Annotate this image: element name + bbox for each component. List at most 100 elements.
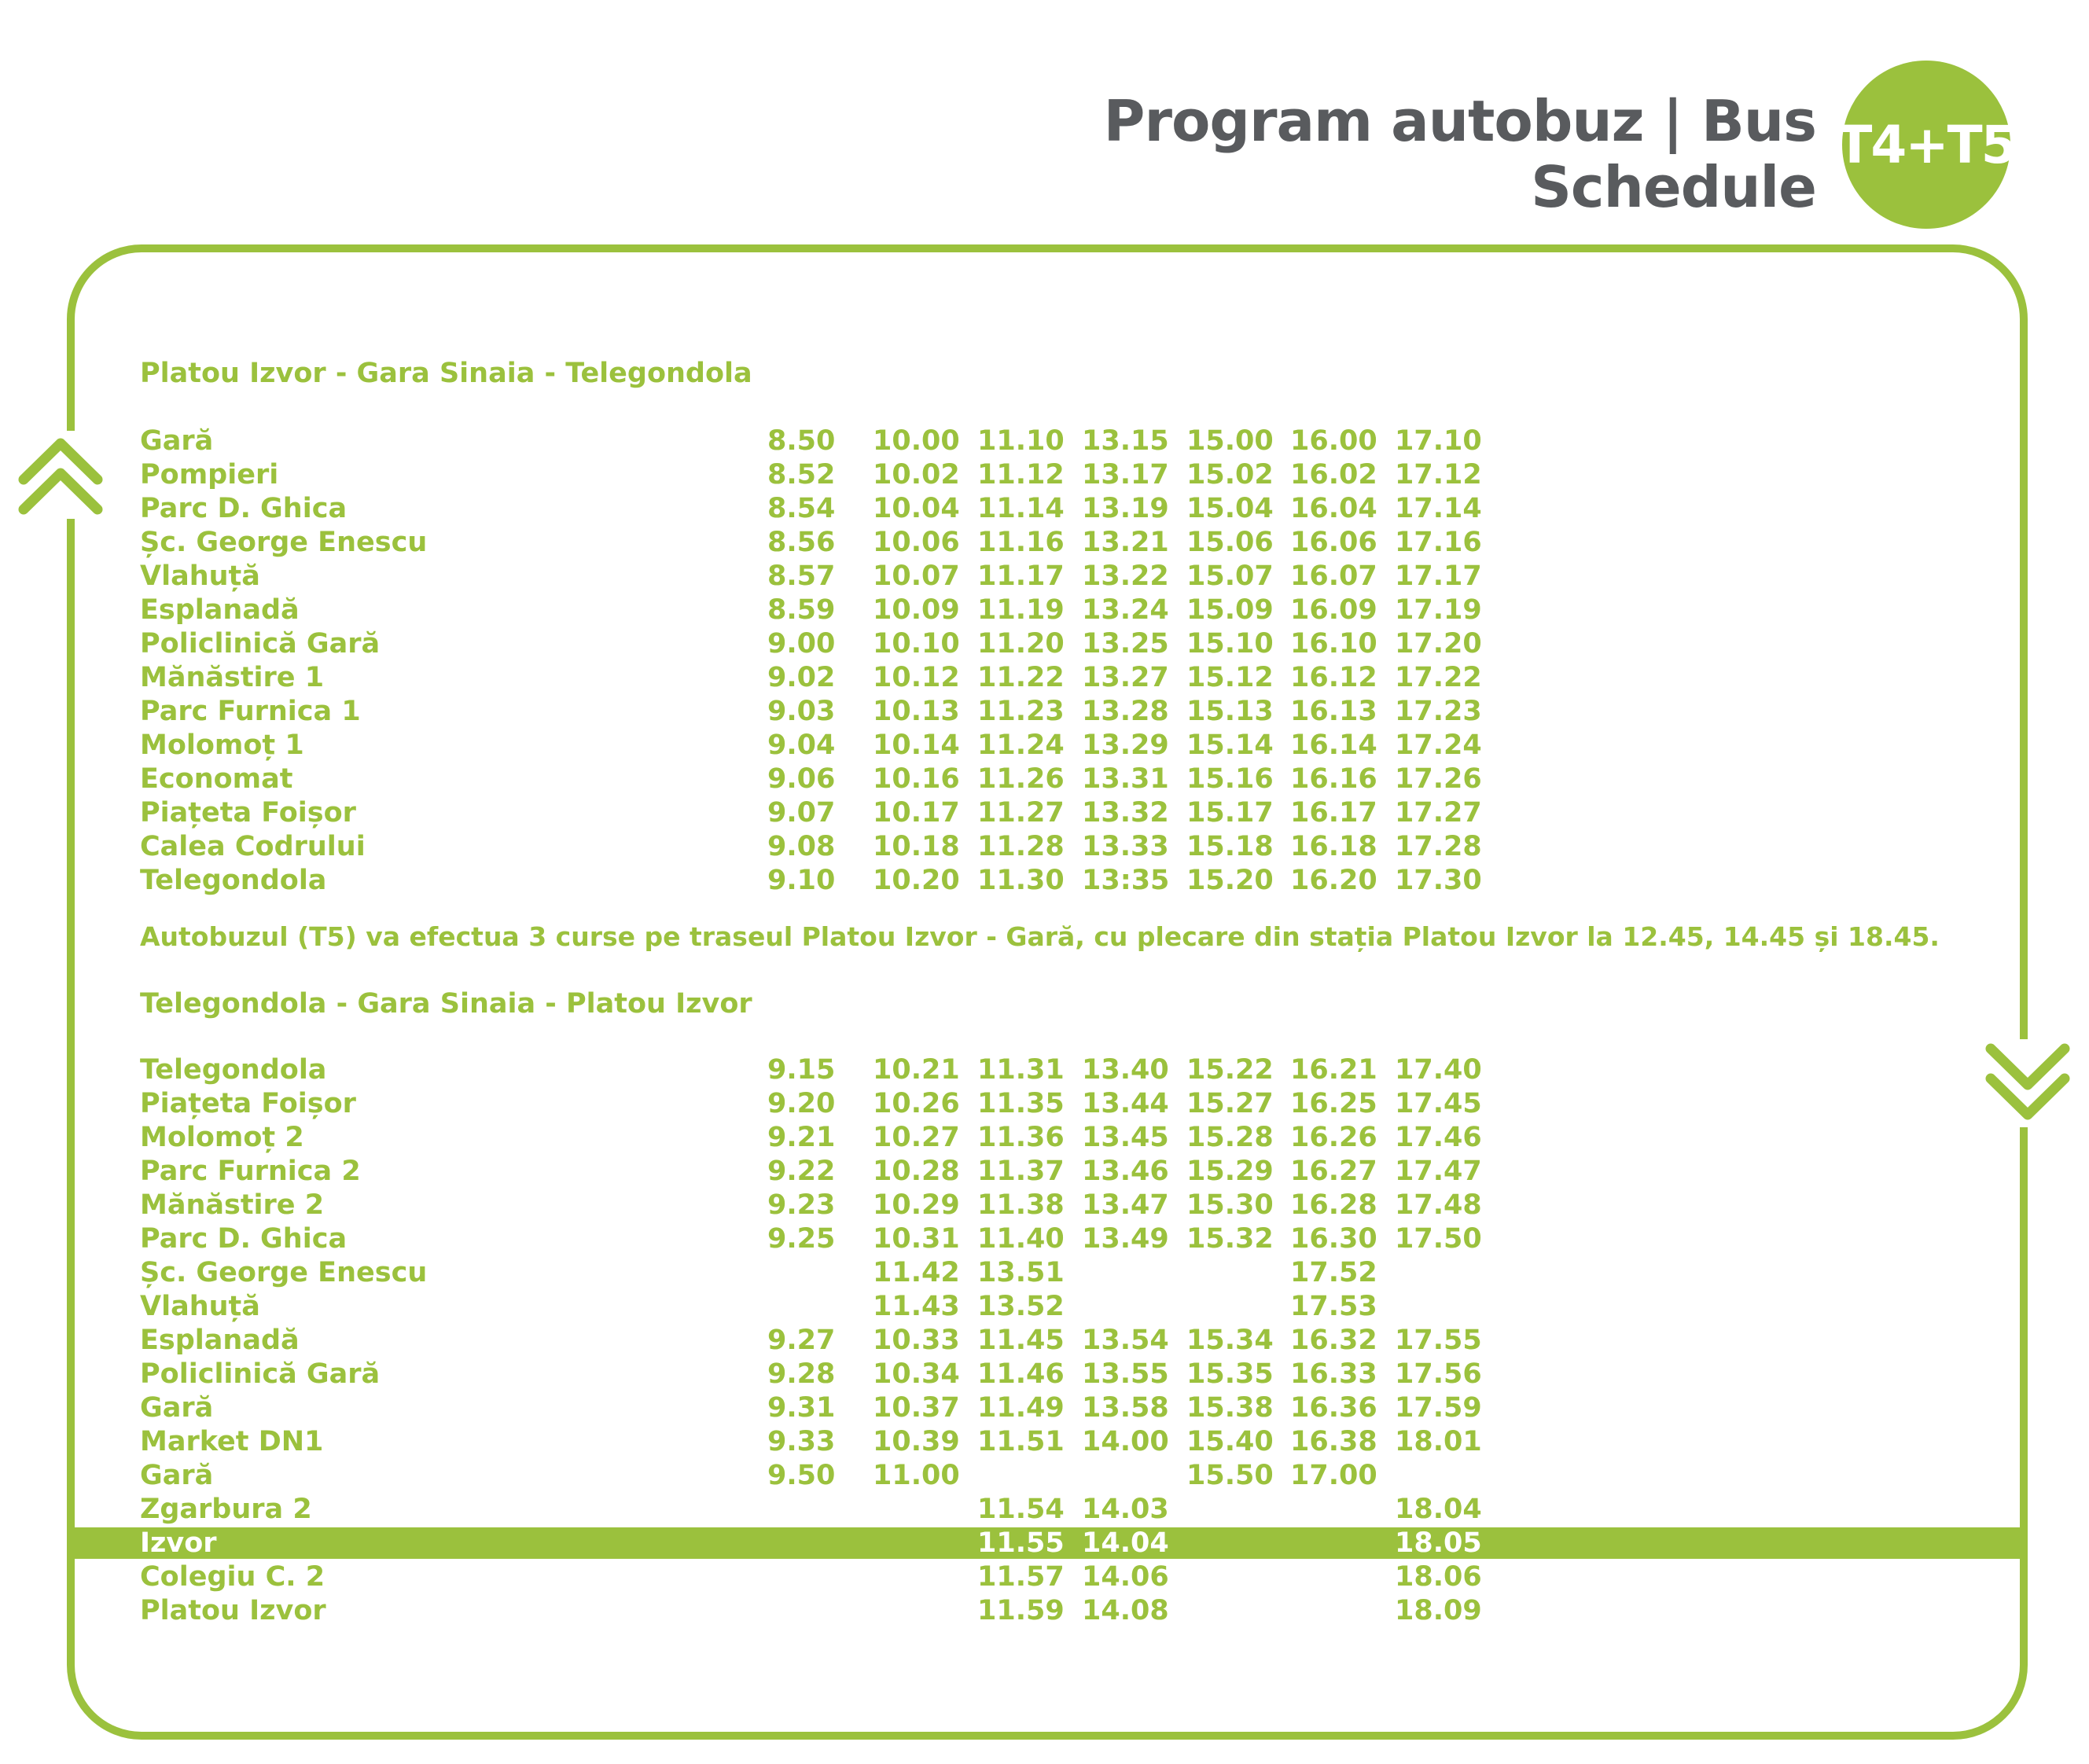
departure-time: 13:35 [1082,865,1170,896]
stop-name: Vlahuță [140,1291,260,1322]
stop-name: Colegiu C. 2 [140,1561,325,1593]
stop-name: Molomoț 1 [140,729,304,761]
departure-time: 13.19 [1082,493,1169,524]
departure-time: 17.24 [1395,729,1482,761]
stop-name: Gară [140,1460,214,1491]
departure-time: 13.24 [1082,594,1169,626]
stop-name: Molomoț 2 [140,1122,304,1153]
departure-time: 13.44 [1082,1088,1169,1119]
departure-time: 11.31 [977,1054,1065,1086]
departure-time: 15.07 [1186,560,1274,592]
departure-time: 8.59 [767,594,836,626]
departure-time: 15.13 [1186,696,1274,727]
departure-time: 11.37 [977,1156,1065,1187]
departure-time: 14.00 [1082,1426,1169,1457]
departure-time: 17.00 [1290,1460,1377,1491]
route-note: Autobuzul (T5) va efectua 3 curse pe tra… [140,921,1940,952]
departure-time: 11.26 [977,763,1065,795]
stop-name: Calea Codrului [140,831,366,862]
departure-time: 15.28 [1186,1122,1274,1153]
departure-time: 16.10 [1290,628,1377,660]
departure-time: 16.32 [1290,1325,1377,1356]
departure-time: 9.27 [767,1325,836,1356]
stop-name: Esplanadă [140,594,300,626]
stop-name: Platou Izvor [140,1595,326,1626]
departure-time: 10.29 [873,1189,960,1221]
departure-time: 14.04 [1082,1527,1169,1559]
departure-time: 15.14 [1186,729,1274,761]
departure-time: 17.48 [1395,1189,1482,1221]
departure-time: 16.02 [1290,459,1377,491]
stop-name: Pompieri [140,459,279,491]
departure-time: 11.38 [977,1189,1065,1221]
departure-time: 15.04 [1186,493,1274,524]
departure-time: 16.04 [1290,493,1377,524]
departure-time: 13.32 [1082,797,1169,829]
departure-time: 11.57 [977,1561,1065,1593]
departure-time: 15.20 [1186,865,1274,896]
stop-name: Market DN1 [140,1426,324,1457]
departure-time: 15.38 [1186,1392,1274,1424]
departure-time: 16.12 [1290,662,1377,693]
departure-time: 8.54 [767,493,836,524]
double-chevron-up-icon [17,431,104,519]
departure-time: 16.25 [1290,1088,1377,1119]
departure-time: 11.17 [977,560,1065,592]
departure-time: 10.21 [873,1054,960,1086]
departure-time: 16.17 [1290,797,1377,829]
departure-time: 9.03 [767,696,836,727]
departure-time: 17.55 [1395,1325,1482,1356]
departure-time: 17.59 [1395,1392,1482,1424]
departure-time: 10.00 [873,425,960,457]
departure-time: 17.47 [1395,1156,1482,1187]
stop-name: Parc Furnica 2 [140,1156,361,1187]
departure-time: 11.00 [873,1460,960,1491]
departure-time: 8.50 [767,425,836,457]
departure-time: 17.30 [1395,865,1482,896]
section-1-title: Platou Izvor - Gara Sinaia - Telegondola [140,358,752,389]
departure-time: 17.46 [1395,1122,1482,1153]
departure-time: 16.16 [1290,763,1377,795]
departure-time: 9.06 [767,763,836,795]
departure-time: 10.16 [873,763,960,795]
departure-time: 15.50 [1186,1460,1274,1491]
departure-time: 9.28 [767,1358,836,1390]
departure-time: 8.57 [767,560,836,592]
departure-time: 11.59 [977,1595,1065,1626]
departure-time: 18.06 [1395,1561,1482,1593]
departure-time: 17.23 [1395,696,1482,727]
departure-time: 13.40 [1082,1054,1169,1086]
departure-time: 8.52 [767,459,836,491]
stop-name: Mănăstire 2 [140,1189,325,1221]
departure-time: 9.07 [767,797,836,829]
departure-time: 9.31 [767,1392,836,1424]
departure-time: 16.28 [1290,1189,1377,1221]
departure-time: 16.30 [1290,1223,1377,1255]
departure-time: 13.17 [1082,459,1169,491]
departure-time: 13.52 [977,1291,1065,1322]
departure-time: 11.30 [977,865,1065,896]
departure-time: 15.29 [1186,1156,1274,1187]
stop-name: Esplanadă [140,1325,300,1356]
departure-time: 15.02 [1186,459,1274,491]
departure-time: 13.55 [1082,1358,1169,1390]
stop-name: Telegondola [140,1054,327,1086]
double-chevron-down-icon [1984,1039,2071,1127]
departure-time: 17.20 [1395,628,1482,660]
departure-time: 11.12 [977,459,1065,491]
stop-name: Parc Furnica 1 [140,696,361,727]
